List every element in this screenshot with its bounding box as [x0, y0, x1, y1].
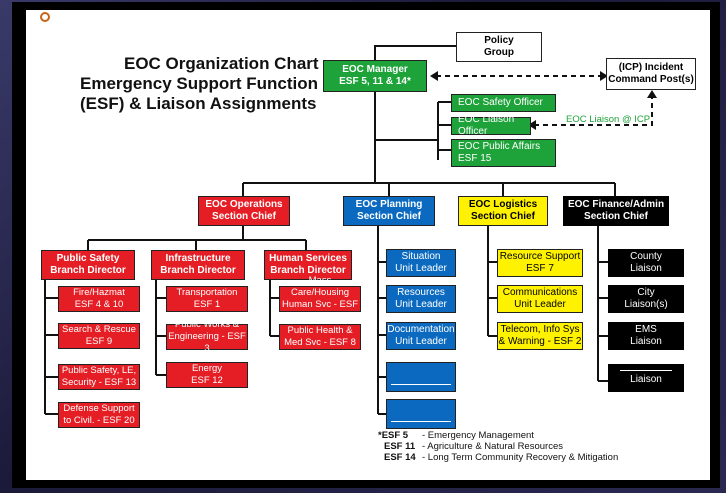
- eoc-manager-box: EOC Manager ESF 5, 11 & 14*: [323, 60, 427, 92]
- esf-legend: *ESF 5 - Emergency Management ESF 11 - Agr…: [378, 430, 619, 463]
- legend-val-3: - Long Term Community Recovery & Mitigat…: [422, 452, 619, 463]
- energy-box: Energy ESF 12: [166, 362, 248, 388]
- title-line-3: (ESF) & Liaison Assignments: [80, 94, 317, 113]
- transportation-box: Transportation ESF 1: [166, 286, 248, 312]
- planning-chief-box: EOC Planning Section Chief: [343, 196, 435, 226]
- public-safety-le-box: Public Safety, LE, Security - ESF 13: [58, 364, 140, 390]
- liaison-officer-box: EOC Liaison Officer: [451, 114, 531, 137]
- documentation-unit-box: Documentation Unit Leader: [386, 322, 456, 350]
- fire-hazmat-box: Fire/Hazmat ESF 4 & 10: [58, 286, 140, 312]
- chart-title: EOC Organization Chart Emergency Support…: [80, 54, 319, 114]
- logistics-chief-box: EOC Logistics Section Chief: [458, 196, 548, 226]
- legend-key-2: ESF 11: [384, 441, 416, 452]
- legend-key-1: *ESF 5: [378, 430, 409, 441]
- infrastructure-branch-box: Infrastructure Branch Director: [151, 250, 245, 280]
- search-rescue-box: Search & Rescue ESF 9: [58, 323, 140, 349]
- title-line-2: Emergency Support Function: [80, 74, 319, 93]
- county-liaison-box: County Liaison: [608, 249, 684, 277]
- mass-care-box: Mass Care/Housing Human Svc - ESF 6: [279, 275, 361, 322]
- blank-liaison-label: Liaison: [630, 374, 662, 385]
- liaison-at-icp-label: EOC Liaison @ ICP: [566, 114, 651, 125]
- legend-val-1: - Emergency Management: [422, 430, 534, 441]
- policy-group-box: Policy Group: [456, 32, 542, 62]
- icp-box: (ICP) Incident Command Post(s): [606, 58, 696, 90]
- public-works-box: Public Works & Engineering - ESF 3: [166, 319, 248, 354]
- defense-support-box: Defense Support to Civil. - ESF 20: [58, 402, 140, 428]
- finance-chief-box: EOC Finance/Admin Section Chief: [563, 196, 669, 226]
- public-safety-branch-box: Public Safety Branch Director: [41, 250, 135, 280]
- public-affairs-box: EOC Public Affairs ESF 15: [451, 139, 556, 167]
- safety-officer-box: EOC Safety Officer: [451, 94, 556, 112]
- clock-icon: [40, 12, 50, 22]
- operations-chief-box: EOC Operations Section Chief: [198, 196, 290, 226]
- legend-val-2: - Agriculture & Natural Resources: [422, 441, 563, 452]
- title-line-1: EOC Organization Chart: [124, 54, 319, 73]
- ems-liaison-box: EMS Liaison: [608, 322, 684, 350]
- planning-blank-unit-1: [386, 362, 456, 392]
- situation-unit-box: Situation Unit Leader: [386, 249, 456, 277]
- planning-blank-unit-2: [386, 399, 456, 429]
- human-services-branch-box: Human Services Branch Director: [264, 250, 352, 280]
- city-liaison-box: City Liaison(s): [608, 285, 684, 313]
- public-health-box: Public Health & Med Svc - ESF 8: [279, 324, 361, 350]
- communications-unit-box: Communications Unit Leader: [497, 285, 583, 313]
- telecom-box: Telecom, Info Sys & Warning - ESF 2: [497, 322, 583, 350]
- legend-key-3: ESF 14: [384, 452, 416, 463]
- resource-support-box: Resource Support ESF 7: [497, 249, 583, 277]
- resources-unit-box: Resources Unit Leader: [386, 285, 456, 313]
- blank-liaison-box: Liaison: [608, 364, 684, 392]
